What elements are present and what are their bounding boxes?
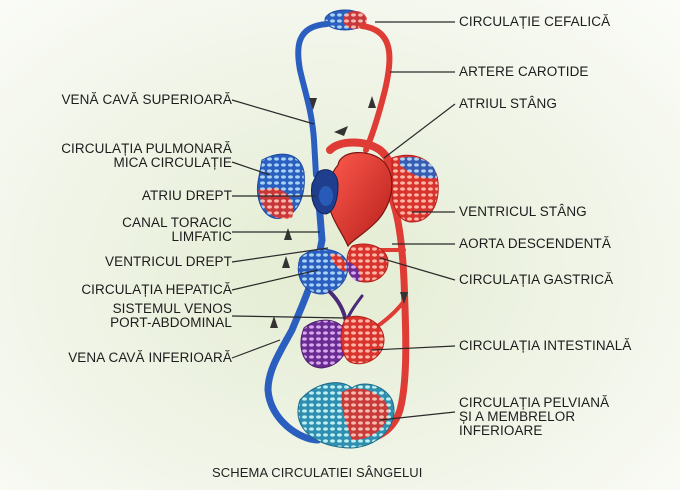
intestinal-circulation: [301, 316, 384, 368]
label-circulatia-pulmonara: CIRCULAȚIA PULMONARĂ MICA CIRCULAȚIE: [61, 142, 232, 170]
label-circulatia-intestinala: CIRCULAȚIA INTESTINALĂ: [459, 339, 632, 353]
hepatic-circulation: [298, 249, 347, 294]
label-canal-toracic: CANAL TORACIC LIMFATIC: [122, 216, 232, 244]
label-ventricul-stang: VENTRICUL STÂNG: [459, 205, 587, 219]
label-circulatia-pelviana: CIRCULAȚIA PELVIANĂ ȘI A MEMBRELOR INFER…: [459, 396, 609, 438]
label-aorta-descendenta: AORTA DESCENDENTĂ: [459, 237, 611, 251]
gastric-circulation: [347, 244, 388, 282]
label-vena-cava-inferioara: VENA CAVĂ INFERIOARĂ: [68, 351, 232, 365]
label-ventricul-drept: VENTRICUL DREPT: [105, 255, 232, 269]
label-artere-carotide: ARTERE CAROTIDE: [459, 65, 589, 79]
label-atriul-stang: ATRIUL STÂNG: [459, 97, 557, 111]
arrow-up-icon: [284, 228, 292, 240]
label-circulatia-gastrica: CIRCULAȚIA GASTRICĂ: [459, 273, 613, 287]
diagram-caption: SCHEMA CIRCULATIEI SÂNGELUI: [212, 466, 423, 480]
label-circulatia-hepatica: CIRCULAȚIA HEPATICĂ: [81, 283, 232, 297]
arrow-up-icon: [368, 96, 376, 108]
label-circulatie-cefalica: CIRCULAȚIE CEFALICĂ: [459, 15, 610, 29]
label-vena-cava-superioara: VENĂ CAVĂ SUPERIOARĂ: [61, 93, 232, 107]
arrow-up-icon: [270, 316, 278, 328]
arrow-right-icon: [334, 126, 348, 136]
label-sistemul-venos: SISTEMUL VENOS PORT-ABDOMINAL: [110, 302, 232, 330]
arrow-up-icon: [282, 256, 290, 268]
label-atriu-drept: ATRIU DREPT: [142, 189, 232, 203]
